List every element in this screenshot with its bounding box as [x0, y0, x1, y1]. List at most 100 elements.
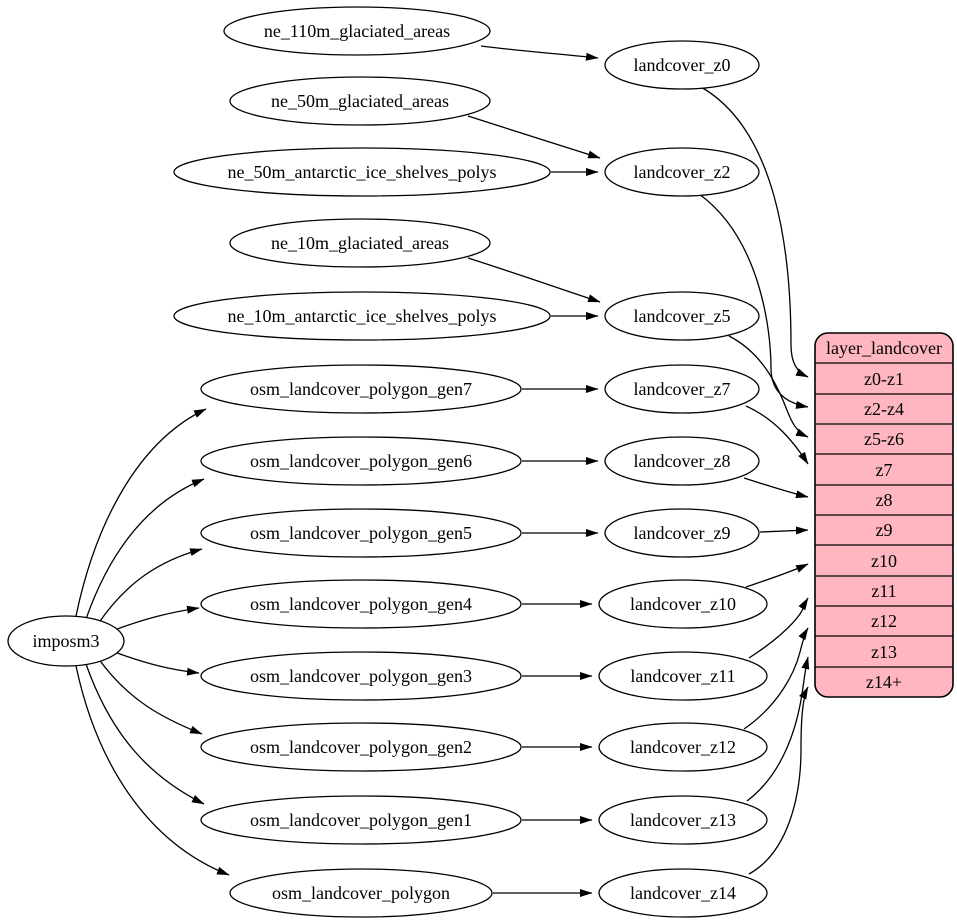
node-landcover-z8: landcover_z8	[604, 436, 760, 486]
node-osm-landcover-polygon: osm_landcover_polygon	[229, 868, 493, 918]
ne-10m-antarctic-ice-shelves-polys-label: ne_10m_antarctic_ice_shelves_polys	[228, 306, 497, 326]
node-ne-50m-glaciated-areas: ne_50m_glaciated_areas	[229, 76, 491, 126]
edge-ne-110m-glaciated-z0	[480, 45, 599, 61]
node-landcover-z0: landcover_z0	[604, 40, 760, 90]
node-osm-landcover-polygon-gen4: osm_landcover_polygon_gen4	[200, 579, 522, 629]
node-osm-landcover-polygon-gen5: osm_landcover_polygon_gen5	[200, 508, 522, 558]
landcover-z0-label: landcover_z0	[634, 55, 731, 75]
ne-50m-antarctic-ice-shelves-polys-ellipse	[173, 147, 551, 197]
node-layer: imposm3 ne_110m_glaciated_areas ne_50m_g…	[7, 6, 768, 918]
landcover-z12-label: landcover_z12	[630, 737, 736, 757]
landcover-z11-label: landcover_z11	[630, 666, 735, 686]
imposm3-label: imposm3	[32, 631, 99, 651]
landcover-z5-label: landcover_z5	[634, 306, 731, 326]
node-landcover-z12: landcover_z12	[598, 722, 768, 772]
osm-landcover-polygon-gen5-ellipse	[200, 508, 522, 558]
table-layer-landcover: layer_landcover z0-z1 z2-z4 z5-z6 z7 z8 …	[814, 332, 954, 698]
landcover-z9-ellipse	[604, 508, 760, 558]
osm-landcover-polygon-gen4-ellipse	[200, 579, 522, 629]
table-row-z13: z13	[871, 642, 897, 662]
edge-z10-row-z10	[745, 563, 809, 588]
landcover-z8-label: landcover_z8	[634, 451, 731, 471]
node-ne-110m-glaciated-areas: ne_110m_glaciated_areas	[223, 6, 491, 56]
edge-z2-row-z2-z4	[698, 193, 809, 409]
ne-10m-antarctic-ice-shelves-polys-ellipse	[173, 291, 551, 341]
table-row-z0-z1: z0-z1	[864, 369, 904, 389]
table-row-z8: z8	[876, 490, 893, 510]
node-imposm3: imposm3	[7, 615, 125, 667]
node-landcover-z5: landcover_z5	[604, 291, 760, 341]
imposm3-ellipse	[7, 615, 125, 667]
edge-imposm3-gen1	[85, 663, 205, 805]
table-row-z14plus: z14+	[866, 672, 902, 692]
landcover-z14-label: landcover_z14	[630, 883, 736, 903]
node-ne-50m-antarctic-ice-shelves-polys: ne_50m_antarctic_ice_shelves_polys	[173, 147, 551, 197]
table-row-z12: z12	[871, 611, 897, 631]
node-osm-landcover-polygon-gen1: osm_landcover_polygon_gen1	[200, 795, 522, 845]
node-landcover-z7: landcover_z7	[604, 364, 760, 414]
osm-landcover-polygon-gen5-label: osm_landcover_polygon_gen5	[250, 523, 472, 543]
node-landcover-z9: landcover_z9	[604, 508, 760, 558]
landcover-z2-label: landcover_z2	[634, 162, 731, 182]
table-separators	[815, 362, 953, 668]
edge-layer	[75, 45, 810, 897]
landcover-z2-ellipse	[604, 147, 760, 197]
osm-landcover-polygon-gen1-ellipse	[200, 795, 522, 845]
ne-110m-glaciated-areas-label: ne_110m_glaciated_areas	[264, 21, 450, 41]
edge-imposm3-gen4	[111, 605, 200, 632]
table-row-z2-z4: z2-z4	[864, 399, 904, 419]
table-row-z7: z7	[876, 460, 893, 480]
edge-z8-row-z8	[743, 477, 809, 499]
node-landcover-z13: landcover_z13	[598, 795, 768, 845]
osm-landcover-polygon-ellipse	[229, 868, 493, 918]
ne-10m-glaciated-areas-ellipse	[229, 218, 491, 268]
table-row-z5-z6: z5-z6	[864, 429, 904, 449]
edge-z7-row-z7	[745, 405, 809, 465]
edge-z9-row-z9	[759, 526, 809, 535]
osm-landcover-polygon-label: osm_landcover_polygon	[272, 883, 450, 903]
landcover-z13-ellipse	[598, 795, 768, 845]
landcover-z10-label: landcover_z10	[630, 594, 736, 614]
edge-imposm3-polygon	[75, 665, 230, 876]
edge-imposm3-gen5	[97, 548, 203, 625]
edge-ne-10m-glaciated-z5	[467, 257, 601, 303]
node-osm-landcover-polygon-gen3: osm_landcover_polygon_gen3	[200, 651, 522, 701]
landcover-z12-ellipse	[598, 722, 768, 772]
node-landcover-z14: landcover_z14	[598, 868, 768, 918]
node-landcover-z10: landcover_z10	[598, 579, 768, 629]
landcover-z14-ellipse	[598, 868, 768, 918]
landcover-z11-ellipse	[598, 651, 768, 701]
ne-110m-glaciated-areas-ellipse	[223, 6, 491, 56]
landcover-z9-label: landcover_z9	[634, 523, 731, 543]
edge-z14-row-z14plus	[748, 686, 809, 875]
edge-z5-row-z5-z6	[728, 335, 809, 438]
node-landcover-z2: landcover_z2	[604, 147, 760, 197]
osm-landcover-polygon-gen6-label: osm_landcover_polygon_gen6	[250, 451, 472, 471]
edge-imposm3-gen6	[85, 478, 205, 620]
node-ne-10m-glaciated-areas: ne_10m_glaciated_areas	[229, 218, 491, 268]
ne-50m-glaciated-areas-ellipse	[229, 76, 491, 126]
osm-landcover-polygon-gen3-label: osm_landcover_polygon_gen3	[250, 666, 472, 686]
node-ne-10m-antarctic-ice-shelves-polys: ne_10m_antarctic_ice_shelves_polys	[173, 291, 551, 341]
landcover-z10-ellipse	[598, 579, 768, 629]
osm-landcover-polygon-gen7-label: osm_landcover_polygon_gen7	[250, 379, 472, 399]
table-row-z9: z9	[876, 520, 893, 540]
landcover-z0-ellipse	[604, 40, 760, 90]
osm-landcover-polygon-gen1-label: osm_landcover_polygon_gen1	[250, 810, 472, 830]
osm-landcover-polygon-gen2-label: osm_landcover_polygon_gen2	[250, 737, 472, 757]
landcover-z5-ellipse	[604, 291, 760, 341]
osm-landcover-polygon-gen4-label: osm_landcover_polygon_gen4	[250, 594, 472, 614]
node-osm-landcover-polygon-gen2: osm_landcover_polygon_gen2	[200, 722, 522, 772]
node-osm-landcover-polygon-gen7: osm_landcover_polygon_gen7	[200, 364, 522, 414]
ne-10m-glaciated-areas-label: ne_10m_glaciated_areas	[271, 233, 449, 253]
ne-50m-glaciated-areas-label: ne_50m_glaciated_areas	[271, 91, 449, 111]
edge-z12-row-z12	[743, 627, 809, 730]
landcover-z13-label: landcover_z13	[630, 810, 736, 830]
table-row-z11: z11	[871, 581, 896, 601]
table-title: layer_landcover	[826, 338, 942, 358]
osm-landcover-polygon-gen7-ellipse	[200, 364, 522, 414]
osm-landcover-polygon-gen3-ellipse	[200, 651, 522, 701]
osm-landcover-polygon-gen2-ellipse	[200, 722, 522, 772]
table-row-z10: z10	[871, 551, 897, 571]
